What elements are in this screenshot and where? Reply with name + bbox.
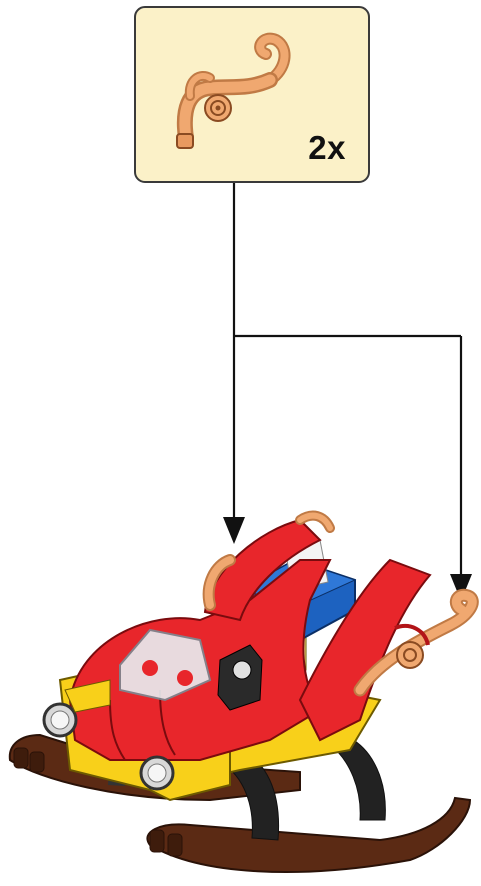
headlight <box>141 757 173 789</box>
sleigh-model-icon <box>0 500 481 886</box>
headlight <box>44 704 76 736</box>
